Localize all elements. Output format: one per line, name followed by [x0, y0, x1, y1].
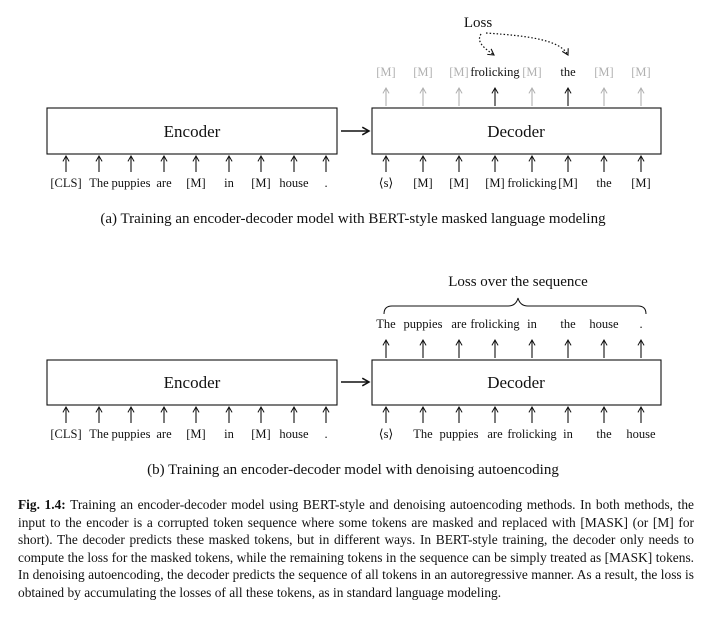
- panel-b-decoder-output-token: .: [639, 317, 642, 331]
- panel-a-encoder-input-token: in: [224, 176, 234, 190]
- panel-b-encoder-input-token: [M]: [251, 427, 270, 441]
- panel-a-decoder-box: [371, 107, 662, 155]
- panel-b-encoder-input-token: are: [156, 427, 172, 441]
- panel-b-encoder-input-token: [M]: [186, 427, 205, 441]
- panel-a-decoder-input-token: [M]: [485, 176, 504, 190]
- panel-b-encoder-input-token: in: [224, 427, 234, 441]
- panel-a-encoder-label: Encoder: [164, 122, 221, 141]
- panel-a-decoder-output-token: [M]: [413, 65, 432, 79]
- panel-a-decoder-outputs: [M][M][M]frolicking[M]the[M][M]: [376, 65, 651, 106]
- panel-b-decoder-output-token: the: [560, 317, 576, 331]
- panel-b-encoder-input-token: house: [279, 427, 309, 441]
- panel-b-decoder-input-token: The: [413, 427, 433, 441]
- panel-a-loss-arrow-the: [485, 32, 569, 56]
- panel-b-decoder-input-token: puppies: [440, 427, 479, 441]
- panel-a-decoder-output-token: [M]: [631, 65, 650, 79]
- figure-caption-text: Training an encoder-decoder model using …: [18, 497, 694, 600]
- panel-b-decoder-input-token: ⟨s⟩: [379, 427, 394, 441]
- panel-b-encoder-input-token: [CLS]: [50, 427, 81, 441]
- panel-b-caption: (b) Training an encoder-decoder model wi…: [147, 462, 559, 478]
- panel-a-decoder-input-token: [M]: [631, 176, 650, 190]
- panel-a-encoder-input-token: puppies: [112, 176, 151, 190]
- panel-b-decoder-label: Decoder: [487, 373, 545, 392]
- panel-b-decoder-input-token: are: [487, 427, 503, 441]
- panel-a-decoder-input-token: [M]: [413, 176, 432, 190]
- panel-b-decoder-output-token: house: [589, 317, 619, 331]
- panel-a-loss-arrow-frolicking: [478, 33, 495, 56]
- panel-a-decoder-input-token: frolicking: [507, 176, 557, 190]
- panel-b-encoder-box: [46, 359, 338, 406]
- panel-b-decoder-output-token: frolicking: [470, 317, 520, 331]
- panel-a-decoder-output-token: the: [560, 65, 576, 79]
- panel-a-decoder-inputs: ⟨s⟩[M][M][M]frolicking[M]the[M]: [379, 154, 651, 190]
- panel-b-decoder-input-token: in: [563, 427, 573, 441]
- panel-a-encoder-input-token: house: [279, 176, 309, 190]
- panel-b-decoder-output-token: puppies: [404, 317, 443, 331]
- panel-a-decoder-output-token: frolicking: [470, 65, 520, 79]
- panel-a-decoder-input-token: ⟨s⟩: [379, 176, 394, 190]
- panel-a-decoder-input-token: [M]: [558, 176, 577, 190]
- panel-b-loss-brace: [383, 297, 647, 315]
- panel-b-encoder-input-token: The: [89, 427, 109, 441]
- panel-a-encoder-input-token: are: [156, 176, 172, 190]
- panel-b-decoder-input-token: the: [596, 427, 612, 441]
- panel-b-decoder-input-token: frolicking: [507, 427, 557, 441]
- panel-a-decoder-output-token: [M]: [449, 65, 468, 79]
- panel-b-encoder-input-token: puppies: [112, 427, 151, 441]
- panel-b-decoder-box: [371, 359, 662, 406]
- panel-a-loss-label: Loss: [464, 15, 493, 31]
- panel-a-encoder-input-token: .: [324, 176, 327, 190]
- panel-a-encoder-input-token: The: [89, 176, 109, 190]
- panel-b-encoder-label: Encoder: [164, 373, 221, 392]
- panel-b-decoder-output-token: The: [376, 317, 396, 331]
- panel-a-encoder-input-token: [M]: [186, 176, 205, 190]
- panel-a-encoder-box: [46, 107, 338, 155]
- panel-a-decoder-output-token: [M]: [522, 65, 541, 79]
- panel-b-decoder-output-token: in: [527, 317, 537, 331]
- figure-caption-label: Fig. 1.4:: [18, 497, 66, 512]
- panel-b-decoder-inputs: ⟨s⟩ The puppies are frolicking in the house: [379, 405, 656, 441]
- panel-b-loss-label: Loss over the sequence: [448, 274, 588, 290]
- panel-a-decoder-output-token: [M]: [376, 65, 395, 79]
- panel-a-caption: (a) Training an encoder-decoder model wi…: [100, 211, 606, 227]
- panel-a-decoder-input-token: [M]: [449, 176, 468, 190]
- figure-caption: Fig. 1.4: Training an encoder-decoder mo…: [18, 496, 694, 602]
- panel-a-decoder-output-token: [M]: [594, 65, 613, 79]
- panel-a-encoder-input-token: [CLS]: [50, 176, 81, 190]
- panel-b-encoder-input-token: .: [324, 427, 327, 441]
- panel-a-encoder-input-token: [M]: [251, 176, 270, 190]
- panel-a-decoder-input-token: the: [596, 176, 612, 190]
- panel-b-decoder-output-token: are: [451, 317, 467, 331]
- panel-a-decoder-label: Decoder: [487, 122, 545, 141]
- panel-b-decoder-input-token: house: [626, 427, 656, 441]
